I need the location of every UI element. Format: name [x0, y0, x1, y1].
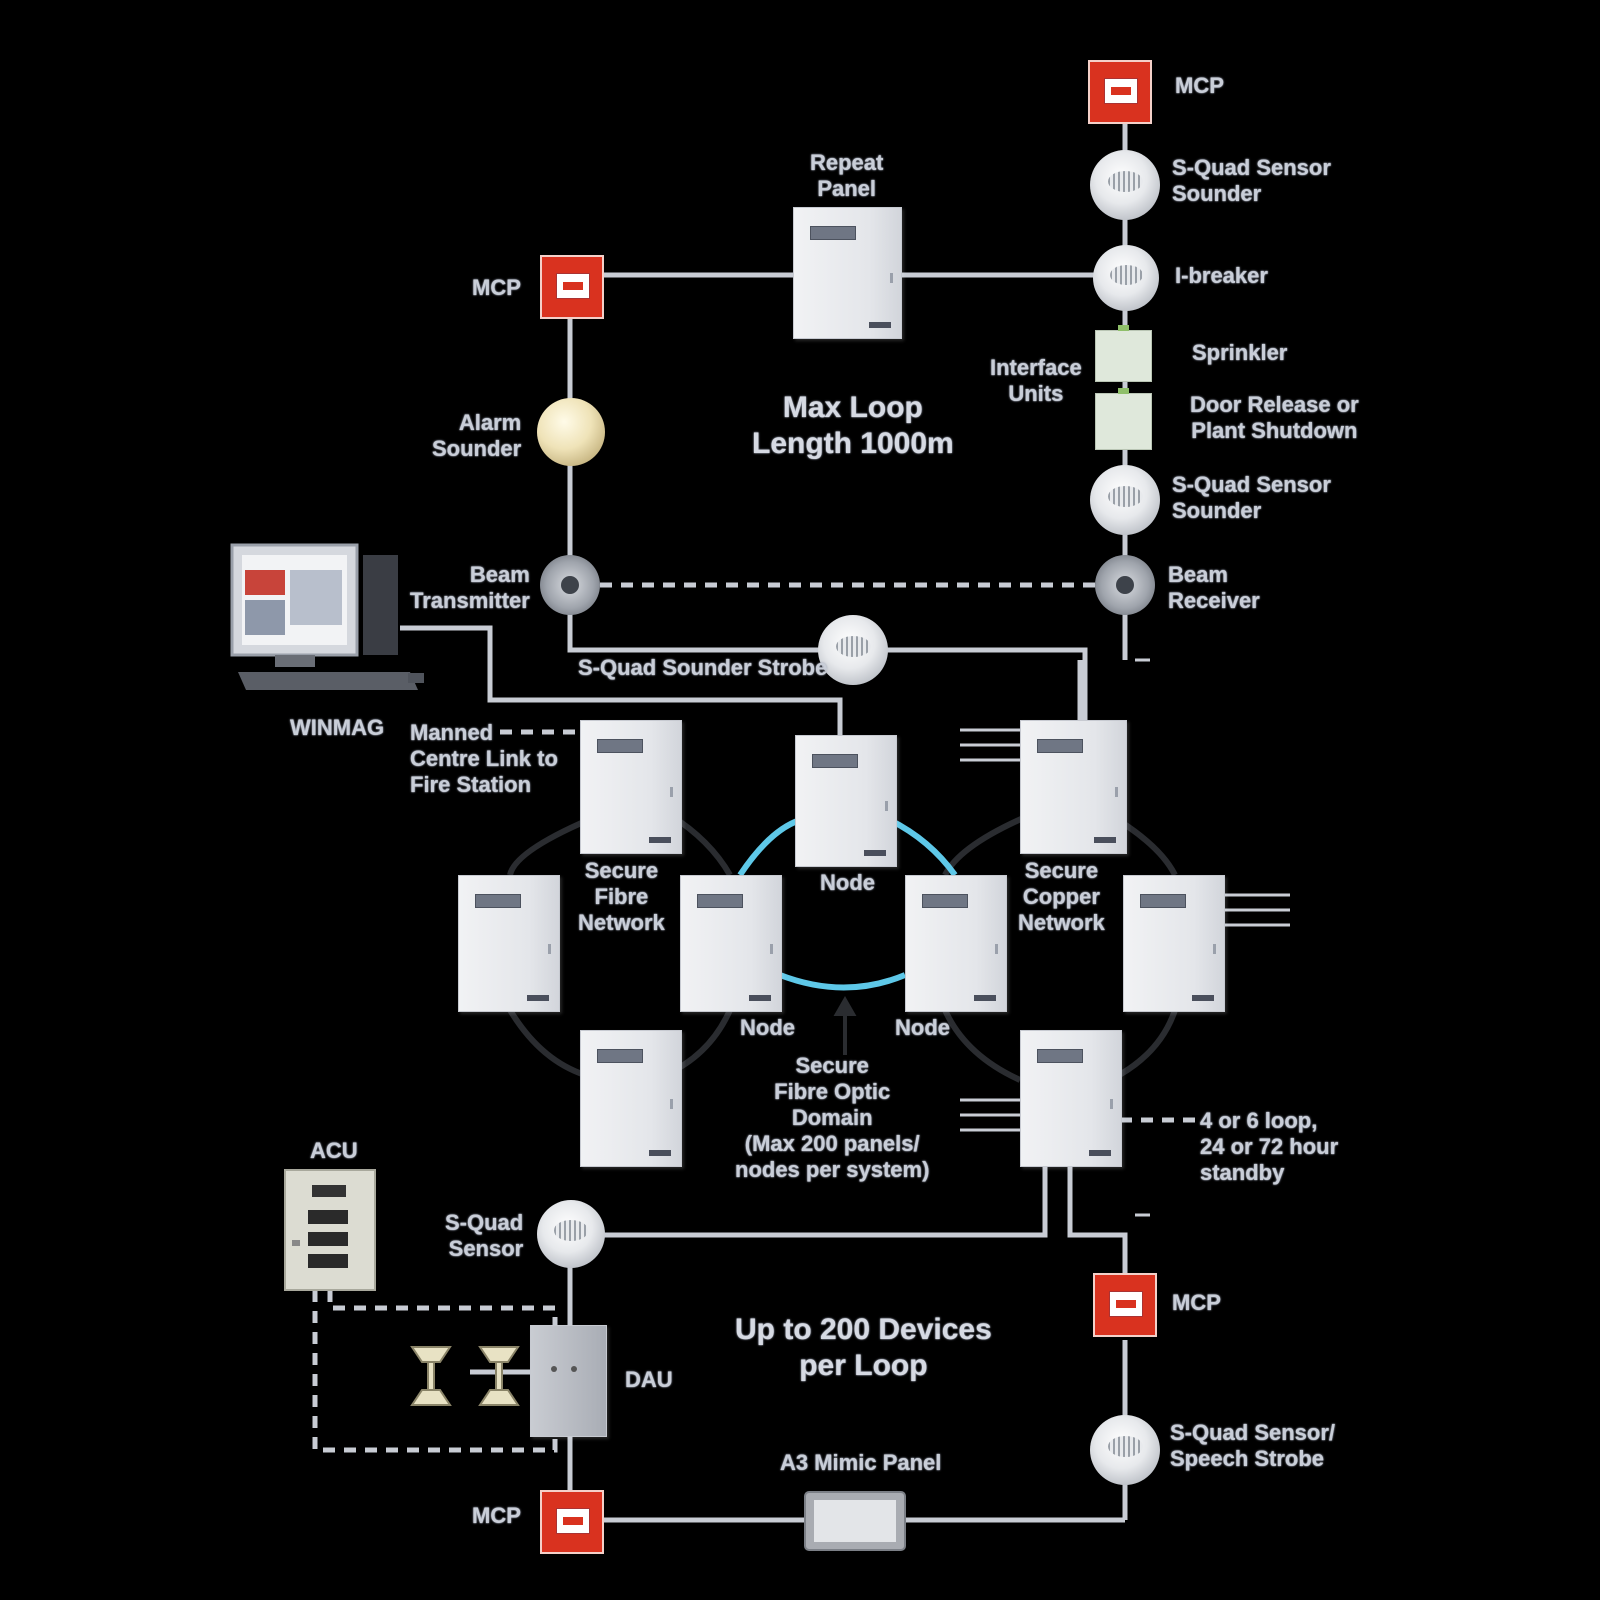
display-icon	[922, 894, 968, 908]
fibre-optic-domain-label: Secure Fibre Optic Domain (Max 200 panel…	[735, 1053, 930, 1182]
display-icon	[1037, 1049, 1083, 1063]
display-icon	[475, 894, 521, 908]
control-panel-copper-bottom	[1020, 1030, 1122, 1167]
acu-label: ACU	[310, 1138, 358, 1163]
display-icon	[810, 226, 856, 240]
smoke-detector-icon	[1090, 1415, 1160, 1485]
beam-detector-icon	[540, 555, 600, 615]
control-panel-copper-top	[1020, 720, 1127, 854]
display-icon	[597, 1049, 643, 1063]
interface-unit-icon	[1095, 325, 1152, 382]
control-panel-node-right	[905, 875, 1007, 1012]
mcp-label: MCP	[1172, 1290, 1221, 1315]
manual-call-point-icon	[540, 1490, 604, 1554]
alarm-sounder-label: Alarm Sounder	[432, 410, 522, 461]
mcp-label: MCP	[472, 275, 521, 300]
strobe-to-panel-wire	[880, 647, 1088, 720]
sensor-sounder-label: S-Quad Sensor Sounder	[1172, 472, 1331, 523]
dau-unit	[530, 1325, 607, 1437]
mimic-panel-label: A3 Mimic Panel	[780, 1450, 942, 1475]
manual-call-point-icon	[1088, 60, 1152, 124]
dau-label: DAU	[625, 1367, 673, 1392]
smoke-detector-icon	[1090, 150, 1160, 220]
beam-receiver-label: Beam Receiver	[1168, 562, 1260, 613]
manned-centre-label: Manned Centre Link to Fire Station	[410, 720, 558, 797]
fibre-domain-arc	[737, 817, 802, 877]
beam-tx-to-strobe-wire	[567, 600, 820, 653]
display-icon	[1140, 894, 1186, 908]
access-control-unit-icon	[284, 1169, 376, 1291]
smoke-detector-icon	[818, 615, 888, 685]
control-panel-node-top	[795, 735, 897, 867]
fibre-ring-arc	[507, 1008, 586, 1078]
acu-dau-link-top	[327, 1290, 558, 1325]
mcp-label: MCP	[472, 1503, 521, 1528]
node-label: Node	[740, 1015, 795, 1040]
control-panel-fibre-top	[580, 720, 682, 854]
loop-standby-label: 4 or 6 loop, 24 or 72 hour standby	[1200, 1108, 1339, 1185]
node-label: Node	[895, 1015, 950, 1040]
display-icon	[697, 894, 743, 908]
display-icon	[1037, 739, 1083, 753]
smoke-detector-icon	[1090, 465, 1160, 535]
secure-fibre-network-label: Secure Fibre Network	[578, 858, 665, 935]
devices-per-loop-label: Up to 200 Devices per Loop	[735, 1313, 992, 1382]
node-label: Node	[820, 870, 875, 895]
control-panel-node-left	[680, 875, 782, 1012]
mcp-label: MCP	[1175, 73, 1224, 98]
control-panel-copper-right	[1123, 875, 1225, 1012]
copper-ring-arc	[942, 1008, 1022, 1083]
speaker-icon	[410, 1346, 520, 1406]
sounder-strobe-label: S-Quad Sounder Strobe	[578, 655, 828, 680]
manual-call-point-icon	[540, 255, 604, 319]
manual-call-point-icon	[1093, 1273, 1157, 1337]
mimic-panel-icon	[804, 1491, 906, 1551]
repeat-panel	[793, 207, 902, 339]
breaker-icon	[1093, 245, 1159, 311]
secure-copper-network-label: Secure Copper Network	[1018, 858, 1105, 935]
control-panel-fibre-bottom	[580, 1030, 682, 1167]
sensor-speech-strobe-label: S-Quad Sensor/ Speech Strobe	[1170, 1420, 1336, 1471]
repeat-panel-label: Repeat Panel	[810, 150, 884, 201]
panel-to-mcp-wire	[1067, 1165, 1128, 1275]
breaker-label: I-breaker	[1175, 263, 1268, 288]
computer-icon	[230, 543, 424, 690]
fibre-domain-arc	[778, 972, 907, 991]
squad-sensor-label: S-Quad Sensor	[445, 1210, 524, 1261]
interface-unit-icon	[1095, 388, 1152, 450]
max-loop-label: Max Loop Length 1000m	[752, 391, 954, 460]
acu-dau-link-bottom	[312, 1290, 558, 1453]
panel-to-sensor-wire	[595, 1165, 1048, 1238]
door-release-label: Door Release or Plant Shutdown	[1190, 392, 1359, 443]
beam-transmitter-label: Beam Transmitter	[410, 562, 530, 613]
winmag-label: WINMAG	[290, 715, 385, 740]
display-icon	[597, 739, 643, 753]
sensor-sounder-label: S-Quad Sensor Sounder	[1172, 155, 1331, 206]
alarm-sounder-icon	[537, 398, 605, 466]
winmag-link-wire	[400, 625, 843, 735]
beam-detector-icon	[1095, 555, 1155, 615]
smoke-detector-icon	[537, 1200, 605, 1268]
display-icon	[812, 754, 858, 768]
interface-units-label: Interface Units	[990, 355, 1082, 406]
sprinkler-label: Sprinkler	[1192, 340, 1288, 365]
fibre-domain-arc	[888, 817, 958, 877]
control-panel-fibre-left	[458, 875, 560, 1012]
